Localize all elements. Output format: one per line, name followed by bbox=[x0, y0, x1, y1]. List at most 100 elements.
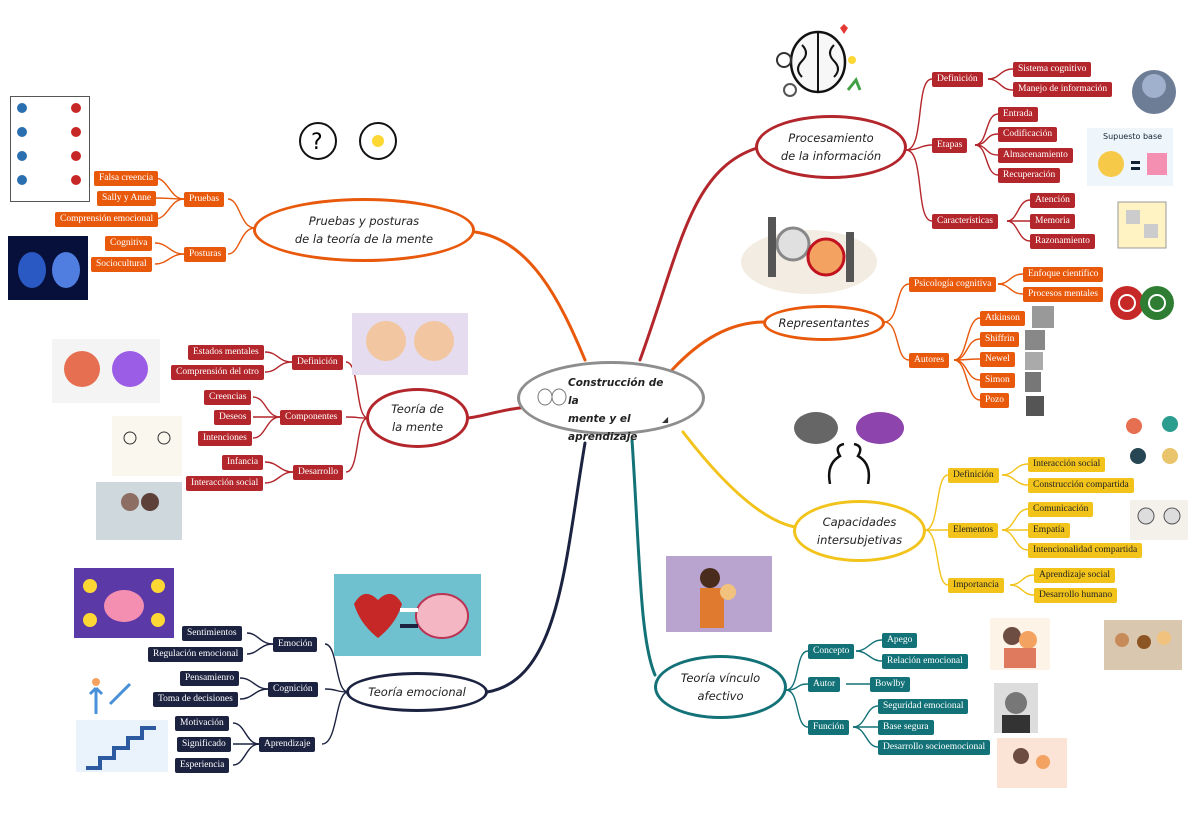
subtopic-cognicion[interactable]: Cognición bbox=[268, 682, 318, 697]
expand-arrow-icon[interactable]: ◢ bbox=[662, 415, 669, 424]
subtopic-definicion-tm[interactable]: Definición bbox=[292, 355, 343, 370]
topic-teoria-mente[interactable]: Teoría de la mente bbox=[366, 388, 469, 448]
leaf-falsa-creencia[interactable]: Falsa creencia bbox=[94, 171, 159, 186]
supuesto-base-label: Supuesto base bbox=[1103, 132, 1162, 141]
leaf-desarrollo-socioemocional[interactable]: Desarrollo socioemocional bbox=[878, 740, 991, 755]
leaf-interaccion-social-tm[interactable]: Interacción social bbox=[186, 476, 264, 491]
puzzle-heads-image bbox=[52, 339, 160, 403]
subtopic-autores[interactable]: Autores bbox=[909, 353, 950, 368]
leaf-motivacion[interactable]: Motivación bbox=[175, 716, 229, 731]
subtopic-etapas[interactable]: Etapas bbox=[932, 138, 968, 153]
leaf-manejo-informacion[interactable]: Manejo de información bbox=[1013, 82, 1113, 97]
head-gears-icon bbox=[1132, 70, 1176, 114]
subtopic-funcion[interactable]: Función bbox=[808, 720, 850, 735]
subtopic-importancia[interactable]: Importancia bbox=[948, 578, 1004, 593]
leaf-regulacion-emocional[interactable]: Regulación emocional bbox=[148, 647, 244, 662]
leaf-comprension-otro[interactable]: Comprensión del otro bbox=[171, 365, 264, 380]
puzzle-people-image bbox=[1117, 201, 1167, 249]
subtopic-concepto[interactable]: Concepto bbox=[808, 644, 855, 659]
leaf-infancia[interactable]: Infancia bbox=[222, 455, 264, 470]
children-whisper-image bbox=[96, 482, 182, 540]
topic-emocional[interactable]: Teoría emocional bbox=[346, 672, 488, 712]
leaf-seguridad-emocional[interactable]: Seguridad emocional bbox=[878, 699, 969, 714]
subtopic-autor[interactable]: Autor bbox=[808, 677, 841, 692]
leaf-atkinson[interactable]: Atkinson bbox=[980, 311, 1025, 326]
leaf-shiffrin[interactable]: Shiffrin bbox=[980, 332, 1020, 347]
leaf-sociocultural[interactable]: Sociocultural bbox=[91, 257, 152, 272]
topic-capacidades[interactable]: Capacidades intersubjetivas bbox=[793, 500, 926, 562]
leaf-relacion-emocional[interactable]: Relación emocional bbox=[882, 654, 968, 669]
maze-heads-image bbox=[1110, 286, 1174, 320]
leaf-sally-anne[interactable]: Sally y Anne bbox=[97, 191, 157, 206]
subtopic-caracteristicas[interactable]: Características bbox=[932, 214, 998, 229]
subtopic-definicion-cap[interactable]: Definición bbox=[948, 468, 999, 483]
leaf-toma-decisiones[interactable]: Toma de decisiones bbox=[153, 692, 238, 707]
subtopic-desarrollo[interactable]: Desarrollo bbox=[293, 465, 344, 480]
brain-profile-image bbox=[794, 412, 904, 484]
leaf-deseos[interactable]: Deseos bbox=[214, 410, 252, 425]
leaf-sistema-cognitivo[interactable]: Sistema cognitivo bbox=[1013, 62, 1092, 77]
leaf-base-segura[interactable]: Base segura bbox=[878, 720, 934, 735]
classroom-image bbox=[1104, 620, 1182, 670]
leaf-esperiencia[interactable]: Esperiencia bbox=[175, 758, 230, 773]
leaf-newel[interactable]: Newel bbox=[980, 352, 1015, 367]
leaf-sentimientos[interactable]: Sentimientos bbox=[182, 626, 242, 641]
leaf-aprendizaje-social[interactable]: Aprendizaje social bbox=[1034, 568, 1115, 583]
subtopic-definicion[interactable]: Definición bbox=[932, 72, 983, 87]
hug-image bbox=[990, 618, 1050, 670]
stairs-success-image bbox=[76, 720, 168, 772]
topic-pruebas[interactable]: Pruebas y posturas de la teoría de la me… bbox=[253, 198, 475, 262]
mind-heads-image bbox=[352, 313, 468, 375]
leaf-creencias[interactable]: Creencias bbox=[204, 390, 252, 405]
leaf-atencion[interactable]: Atención bbox=[1030, 193, 1075, 208]
subtopic-pruebas[interactable]: Pruebas bbox=[184, 192, 225, 207]
leaf-almacenamiento[interactable]: Almacenamiento bbox=[998, 148, 1073, 163]
leaf-construccion-compartida[interactable]: Construcción compartida bbox=[1028, 478, 1134, 493]
leaf-procesos-mentales[interactable]: Procesos mentales bbox=[1023, 287, 1103, 302]
leaf-memoria[interactable]: Memoria bbox=[1030, 214, 1075, 229]
subtopic-componentes[interactable]: Componentes bbox=[280, 410, 343, 425]
subtopic-psicologia-cognitiva[interactable]: Psicología cognitiva bbox=[909, 277, 997, 292]
bowlby-photo bbox=[994, 683, 1038, 733]
leaf-recuperacion[interactable]: Recuperación bbox=[998, 168, 1061, 183]
social-people-image bbox=[1126, 416, 1178, 464]
thinking-sketch-image bbox=[112, 416, 182, 476]
subtopic-posturas[interactable]: Posturas bbox=[184, 247, 227, 262]
leaf-interaccion-social-cap[interactable]: Interacción social bbox=[1028, 457, 1106, 472]
topic-vinculo[interactable]: Teoría vínculo afectivo bbox=[654, 655, 787, 719]
leaf-bowlby[interactable]: Bowlby bbox=[870, 677, 911, 692]
leaf-simon[interactable]: Simon bbox=[980, 373, 1015, 388]
subtopic-emocion[interactable]: Emoción bbox=[273, 637, 318, 652]
leaf-codificacion[interactable]: Codificación bbox=[998, 127, 1058, 142]
heads-connection-image bbox=[8, 236, 88, 300]
dialogue-sketch-image bbox=[1130, 500, 1188, 540]
leaf-estados-mentales[interactable]: Estados mentales bbox=[188, 345, 264, 360]
mother-child-image bbox=[666, 556, 772, 632]
author-photos bbox=[1025, 306, 1054, 416]
svg-text:?: ? bbox=[311, 130, 323, 155]
leaf-pozo[interactable]: Pozo bbox=[980, 393, 1009, 408]
leaf-intenciones[interactable]: Intenciones bbox=[198, 431, 252, 446]
brain-illustration bbox=[776, 24, 862, 97]
leaf-cognitiva[interactable]: Cognitiva bbox=[105, 236, 153, 251]
leaf-desarrollo-humano[interactable]: Desarrollo humano bbox=[1034, 588, 1118, 603]
leaf-entrada[interactable]: Entrada bbox=[998, 107, 1038, 122]
leaf-comunicacion[interactable]: Comunicación bbox=[1028, 502, 1094, 517]
leaf-enfoque-cientifico[interactable]: Enfoque científico bbox=[1023, 267, 1104, 282]
leaf-comprension-emocional[interactable]: Comprensión emocional bbox=[55, 212, 159, 227]
central-topic[interactable]: Construcción de la mente y el aprendizaj… bbox=[517, 361, 705, 443]
caregiving-image bbox=[997, 738, 1067, 788]
subtopic-elementos[interactable]: Elementos bbox=[948, 523, 999, 538]
leaf-empatia[interactable]: Empatía bbox=[1028, 523, 1070, 538]
topic-procesamiento[interactable]: Procesamiento de la información bbox=[755, 115, 907, 179]
leaf-significado[interactable]: Significado bbox=[177, 737, 231, 752]
topic-representantes[interactable]: Representantes bbox=[763, 305, 885, 341]
leaf-apego[interactable]: Apego bbox=[882, 633, 918, 648]
decision-arrows-image bbox=[88, 678, 132, 714]
heads-icon bbox=[537, 388, 567, 406]
leaf-pensamienro[interactable]: Pensamienro bbox=[180, 671, 240, 686]
leaf-razonamiento[interactable]: Razonamiento bbox=[1030, 234, 1095, 249]
leaf-intencionalidad[interactable]: Intencionalidad compartida bbox=[1028, 543, 1143, 558]
subtopic-aprendizaje[interactable]: Aprendizaje bbox=[259, 737, 316, 752]
